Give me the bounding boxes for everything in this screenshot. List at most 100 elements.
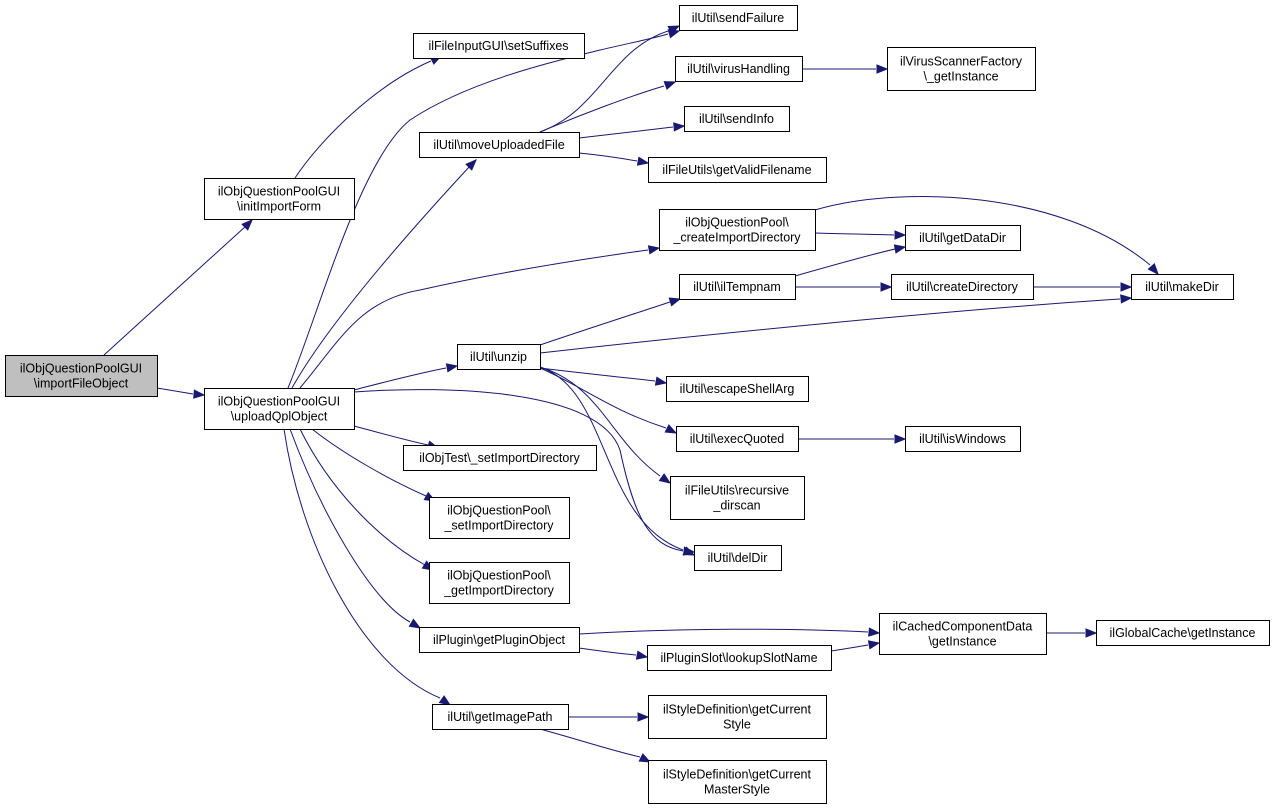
node-makeDir[interactable]: ilUtil\makeDir	[1131, 274, 1234, 300]
edge-line	[814, 195, 1151, 266]
node-label-line: ilUtil\virusHandling	[687, 62, 790, 76]
arrowhead	[876, 64, 889, 74]
edge-line	[299, 249, 649, 389]
node-ilTempnam[interactable]: ilUtil\ilTempnam	[679, 274, 796, 300]
node-label-line: \uploadQplObject	[231, 410, 328, 424]
edge-line	[814, 232, 895, 236]
edge-uploadQpl-to-createImportDir	[299, 245, 661, 389]
edge-unzip-to-escapeShellArg	[539, 367, 668, 386]
node-label-line: _setImportDirectory	[443, 519, 554, 533]
node-box	[887, 47, 1036, 91]
node-label-line: MasterStyle	[704, 783, 770, 797]
node-box	[905, 426, 1021, 452]
node-recursiveDirscan[interactable]: ilFileUtils\recursive_dirscan	[670, 476, 805, 520]
node-setImportDirPool[interactable]: ilObjQuestionPool\_setImportDirectory	[429, 497, 570, 539]
arrowhead	[1120, 282, 1133, 292]
node-box	[419, 627, 580, 653]
arrowhead	[663, 81, 677, 91]
edge-line	[539, 366, 684, 551]
arrowhead	[894, 230, 907, 240]
edge-moveUploaded-to-getValidFilename	[578, 152, 650, 166]
node-setSuffixes[interactable]: ilFileInputGUI\setSuffixes	[413, 33, 585, 59]
node-label-line: ilCachedComponentData	[893, 620, 1033, 634]
edge-line	[289, 428, 411, 623]
edge-line	[287, 33, 669, 389]
arrowhead	[445, 363, 459, 373]
edge-createImportDir-to-makeDir	[814, 195, 1159, 276]
node-delDir[interactable]: ilUtil\delDir	[694, 545, 782, 571]
node-box	[694, 545, 782, 571]
node-unzip[interactable]: ilUtil\unzip	[457, 344, 541, 370]
node-getPluginObject[interactable]: ilPlugin\getPluginObject	[419, 627, 580, 653]
arrowhead	[658, 473, 672, 484]
node-cachedComponent[interactable]: ilCachedComponentData\getInstance	[879, 613, 1047, 655]
arrowhead	[867, 640, 881, 650]
node-label-line: _dirscan	[712, 499, 760, 513]
node-lookupSlotName[interactable]: ilPluginSlot\lookupSlotName	[647, 645, 832, 671]
node-sendInfo[interactable]: ilUtil\sendInfo	[684, 106, 790, 132]
edge-cachedComponent-to-globalCache	[1046, 628, 1098, 638]
edge-createImportDir-to-getDataDir	[814, 230, 907, 240]
node-box	[684, 106, 790, 132]
arrowhead	[667, 25, 681, 35]
edge-ilTempnam-to-getDataDir	[794, 244, 907, 277]
node-getValidFilename[interactable]: ilFileUtils\getValidFilename	[648, 157, 827, 183]
node-escapeShellArg[interactable]: ilUtil\escapeShellArg	[666, 376, 809, 402]
node-label-line: ilUtil\createDirectory	[906, 280, 1019, 294]
node-label-line: _createImportDirectory	[672, 231, 801, 245]
node-label-line: ilUtil\sendInfo	[699, 112, 774, 126]
edge-line	[283, 428, 441, 699]
node-globalCache[interactable]: ilGlobalCache\getInstance	[1096, 620, 1270, 646]
edge-line	[539, 30, 669, 133]
node-label-line: _getImportDirectory	[443, 584, 555, 598]
node-label-line: ilObjQuestionPool\	[447, 569, 551, 583]
node-box	[1096, 620, 1270, 646]
arrowhead	[682, 546, 696, 556]
node-label-line: ilObjQuestionPoolGUI	[20, 362, 142, 376]
node-createImportDir[interactable]: ilObjQuestionPool\_createImportDirectory	[659, 209, 816, 251]
edge-line	[539, 366, 661, 477]
node-label-line: ilPlugin\getPluginObject	[433, 633, 566, 647]
node-virusScanner[interactable]: ilVirusScannerFactory\_getInstance	[887, 47, 1036, 91]
node-box	[891, 274, 1034, 300]
node-box	[670, 476, 805, 520]
edge-line	[578, 647, 637, 656]
node-initImportForm[interactable]: ilObjQuestionPoolGUI\initImportForm	[204, 178, 355, 220]
node-label-line: ilStyleDefinition\getCurrent	[663, 703, 812, 717]
edge-virusHandling-to-virusScanner	[802, 64, 889, 74]
edge-uploadQpl-to-getImagePath	[283, 428, 452, 706]
node-uploadQpl[interactable]: ilObjQuestionPoolGUI\uploadQplObject	[204, 388, 355, 430]
node-box	[648, 760, 827, 804]
node-execQuoted[interactable]: ilUtil\execQuoted	[676, 426, 799, 452]
node-createDirectory[interactable]: ilUtil\createDirectory	[891, 274, 1034, 300]
node-label-line: ilUtil\getImagePath	[448, 710, 553, 724]
node-box	[403, 445, 597, 471]
edge-uploadQpl-to-moveUploaded	[291, 159, 477, 389]
edge-ilTempnam-to-createDirectory	[795, 282, 893, 292]
edge-createDirectory-to-makeDir	[1033, 282, 1133, 292]
edge-uploadQpl-to-unzip	[353, 363, 459, 391]
node-getImportDirPool[interactable]: ilObjQuestionPool\_getImportDirectory	[429, 562, 570, 604]
edge-unzip-to-ilTempnam	[539, 297, 682, 346]
node-virusHandling[interactable]: ilUtil\virusHandling	[675, 56, 803, 82]
node-setImportDirTest[interactable]: ilObjTest\_setImportDirectory	[403, 445, 597, 471]
arrowhead	[1147, 263, 1159, 276]
arrowhead	[647, 245, 661, 255]
node-isWindows[interactable]: ilUtil\isWindows	[905, 426, 1021, 452]
arrowhead	[636, 156, 650, 166]
node-getDataDir[interactable]: ilUtil\getDataDir	[905, 225, 1021, 251]
node-moveUploaded[interactable]: ilUtil\moveUploadedFile	[419, 132, 580, 158]
node-getImagePath[interactable]: ilUtil\getImagePath	[432, 704, 569, 730]
edge-getImagePath-to-getCurrentStyle	[567, 712, 650, 722]
edge-line	[353, 425, 429, 446]
edge-moveUploaded-to-virusHandling	[539, 81, 677, 133]
node-label-line: ilPluginSlot\lookupSlotName	[660, 651, 817, 665]
arrowhead	[465, 159, 477, 171]
arrowhead	[408, 618, 422, 629]
arrowhead	[1085, 628, 1098, 638]
node-sendFailure[interactable]: ilUtil\sendFailure	[679, 5, 798, 31]
node-box	[429, 562, 570, 604]
node-root[interactable]: ilObjQuestionPoolGUI\importFileObject	[5, 355, 158, 397]
